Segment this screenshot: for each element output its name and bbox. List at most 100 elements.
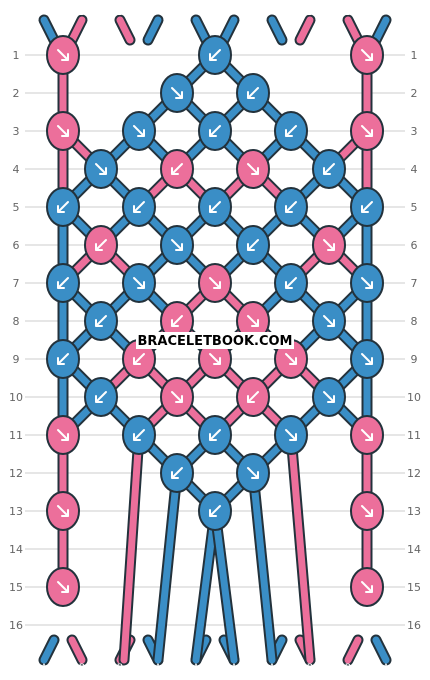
knot	[274, 111, 308, 151]
knot-direction-arrow-icon	[57, 277, 69, 289]
knot-direction-arrow-icon	[361, 505, 373, 517]
strand-label-bottom: A	[155, 663, 162, 673]
strand-label-top: B	[307, 8, 313, 18]
knot	[122, 111, 156, 151]
row-label-left: 10	[9, 391, 23, 404]
thread-segment	[287, 431, 314, 664]
row-label-left: 7	[13, 277, 20, 290]
knot-direction-arrow-icon	[57, 581, 69, 593]
strand-label-bottom: B	[79, 663, 85, 673]
thread-segment	[344, 16, 362, 44]
strand-label-bottom: B	[117, 663, 123, 673]
knot	[46, 339, 80, 379]
knot-direction-arrow-icon	[171, 87, 183, 99]
knot-direction-arrow-icon	[323, 315, 335, 327]
strand-label-bottom: B	[345, 663, 351, 673]
strand-label-bottom: A	[383, 663, 390, 673]
thread-segment	[372, 16, 390, 44]
strand-label-bottom: A	[269, 663, 276, 673]
knot-direction-arrow-icon	[247, 163, 259, 175]
knot	[274, 187, 308, 227]
knot-direction-arrow-icon	[57, 505, 69, 517]
knot-direction-arrow-icon	[171, 467, 183, 479]
knot	[274, 339, 308, 379]
strand-label-bottom: A	[231, 663, 238, 673]
knot-direction-arrow-icon	[285, 353, 297, 365]
row-label-left: 16	[9, 619, 23, 632]
knot	[274, 415, 308, 455]
row-label-right: 10	[407, 391, 421, 404]
knot	[46, 187, 80, 227]
row-label-right: 2	[411, 87, 418, 100]
knot-direction-arrow-icon	[57, 353, 69, 365]
knot-direction-arrow-icon	[133, 125, 145, 137]
row-label-left: 2	[13, 87, 20, 100]
row-label-left: 15	[9, 581, 23, 594]
knot-direction-arrow-icon	[133, 353, 145, 365]
knot-direction-arrow-icon	[133, 429, 145, 441]
knot-direction-arrow-icon	[361, 353, 373, 365]
knot	[236, 301, 270, 341]
knot	[350, 339, 384, 379]
knot-direction-arrow-icon	[95, 239, 107, 251]
row-label-left: 13	[9, 505, 23, 518]
row-label-left: 3	[13, 125, 20, 138]
knot	[350, 35, 384, 75]
knot	[198, 111, 232, 151]
knot-direction-arrow-icon	[323, 163, 335, 175]
row-label-left: 4	[13, 163, 20, 176]
thread-segment	[211, 507, 238, 664]
thread-segment	[372, 636, 390, 664]
knot-direction-arrow-icon	[133, 277, 145, 289]
row-label-right: 5	[411, 201, 418, 214]
knot-direction-arrow-icon	[285, 201, 297, 213]
knot-direction-arrow-icon	[361, 277, 373, 289]
thread-segment	[68, 16, 86, 44]
knot	[46, 111, 80, 151]
row-label-left: 14	[9, 543, 23, 556]
row-label-right: 9	[411, 353, 418, 366]
row-label-right: 6	[411, 239, 418, 252]
row-label-right: 4	[411, 163, 418, 176]
row-label-right: 12	[407, 467, 421, 480]
knot-direction-arrow-icon	[361, 429, 373, 441]
knot	[312, 149, 346, 189]
thread-segment	[192, 16, 210, 44]
knot-nodes	[46, 35, 384, 607]
knot	[160, 377, 194, 417]
row-label-right: 1	[411, 49, 418, 62]
thread-segment	[144, 16, 162, 44]
thread-segment	[268, 16, 286, 44]
knot-direction-arrow-icon	[285, 277, 297, 289]
knot	[160, 301, 194, 341]
thread-segment	[220, 16, 238, 44]
knot-direction-arrow-icon	[209, 125, 221, 137]
knot-direction-arrow-icon	[57, 125, 69, 137]
knot-direction-arrow-icon	[209, 353, 221, 365]
knot-direction-arrow-icon	[171, 163, 183, 175]
strand-label-top: A	[193, 8, 200, 18]
knot-direction-arrow-icon	[209, 201, 221, 213]
knot-direction-arrow-icon	[361, 49, 373, 61]
row-label-right: 13	[407, 505, 421, 518]
knot	[160, 225, 194, 265]
strand-label-top: A	[41, 8, 48, 18]
knot-direction-arrow-icon	[171, 391, 183, 403]
knot	[46, 415, 80, 455]
knot-direction-arrow-icon	[323, 391, 335, 403]
knot-direction-arrow-icon	[361, 581, 373, 593]
knot	[46, 567, 80, 607]
knot-direction-arrow-icon	[323, 239, 335, 251]
strand-label-top: A	[269, 8, 276, 18]
strand-label-top: A	[231, 8, 238, 18]
knot	[198, 415, 232, 455]
knot-direction-arrow-icon	[247, 239, 259, 251]
knot	[350, 111, 384, 151]
knot	[350, 415, 384, 455]
thread-segment	[68, 636, 86, 664]
knot	[312, 225, 346, 265]
row-label-right: 14	[407, 543, 421, 556]
thread-segment	[40, 16, 58, 44]
